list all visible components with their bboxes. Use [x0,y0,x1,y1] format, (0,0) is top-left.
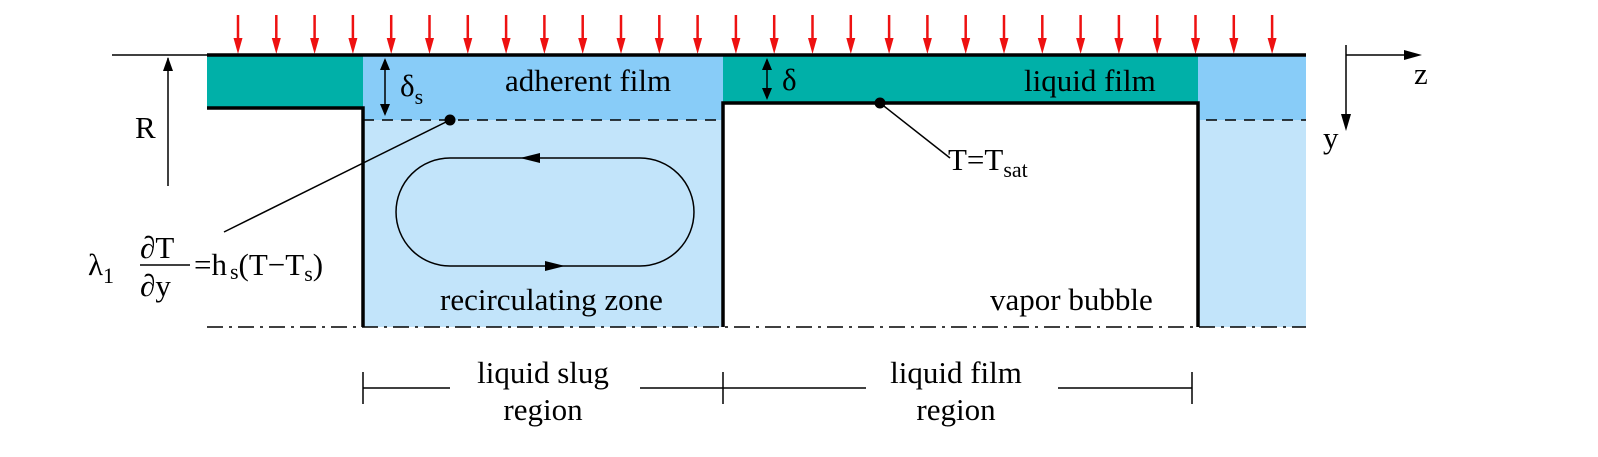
slug-light-region [363,120,723,327]
radius-dimension [163,57,173,186]
heat-arrow-head [808,38,817,54]
recirculation-arrow-bottom [545,261,565,271]
recirculation-arrow-top [520,153,540,163]
heat-arrow-head [310,38,320,54]
heat-arrow-head [884,38,894,54]
previous-bubble-outline [207,106,365,327]
heat-arrow-head [693,38,703,54]
y-axis-arrow [1341,114,1351,131]
delta-symbol: δ [782,62,797,97]
heat-arrow-head [1191,38,1200,54]
slug-region-label-line2: region [503,392,583,427]
tsat-leader [874,97,951,159]
vapor-bubble-label: vapor bubble [990,282,1153,317]
heat-arrow-head [463,38,473,54]
delta-s-dimension [380,58,390,116]
region-brackets [362,372,1193,404]
radius-label: R [135,110,156,145]
delta-dimension [762,58,772,100]
outlines [112,53,1306,328]
heat-arrow-head [654,38,664,54]
recirculation-path [395,157,695,267]
heat-arrow-head [1037,38,1047,54]
heat-arrow-head [1076,38,1086,54]
boundary-condition-leader [223,114,456,233]
heat-arrow-head [578,38,588,54]
heat-arrow-head [999,38,1009,54]
heat-arrow-head [386,38,396,54]
z-axis-arrow [1404,50,1422,60]
radius-arrow-head [163,57,173,71]
fluid-regions [207,55,1306,327]
heat-arrow-head [271,38,281,54]
heat-arrow-head [731,38,741,54]
vapor-bubble-outline [721,101,1200,327]
heat-arrow-head [233,38,243,54]
z-axis-label: z [1414,56,1428,91]
heat-arrow-head [425,38,434,54]
y-axis-label: y [1323,120,1339,155]
slug-light-region-right [1198,120,1306,327]
liquid-film-region [723,55,1198,103]
heat-arrow-head [1152,38,1162,54]
tsat-label: T=Tsat [948,142,1028,182]
recirculating-zone-label: recirculating zone [440,282,663,317]
heat-arrow-head [1229,38,1239,54]
adherent-film-label: adherent film [505,63,671,98]
recirculation-loop [395,153,695,271]
bc-denominator: ∂y [140,268,171,303]
liquid-film-label: liquid film [1024,63,1156,98]
adherent-film-region-right [1198,55,1306,120]
heat-arrow-head [1114,38,1124,54]
axes [1341,45,1422,131]
heat-arrow-head [769,38,779,54]
heat-arrow-head [348,38,358,54]
delta-s-symbol: δs [400,68,423,109]
adherent-film-region [363,55,723,120]
heat-arrow-head [1267,38,1277,54]
heat-arrow-head [616,38,626,54]
heat-arrow-head [539,38,549,54]
liquid-film-region-left [207,55,363,108]
heat-arrow-head [922,38,932,54]
heat-arrow-head [501,38,511,54]
film-region-label-line1: liquid film [890,355,1022,390]
slug-region-label-line1: liquid slug [477,355,609,390]
heat-arrow-head [961,38,971,54]
heat-flux-arrows [233,15,1277,54]
heat-arrow-head [846,38,856,54]
bc-numerator: ∂T [140,230,174,265]
film-region-label-line2: region [916,392,996,427]
bc-lambda: λ1 [88,247,114,288]
